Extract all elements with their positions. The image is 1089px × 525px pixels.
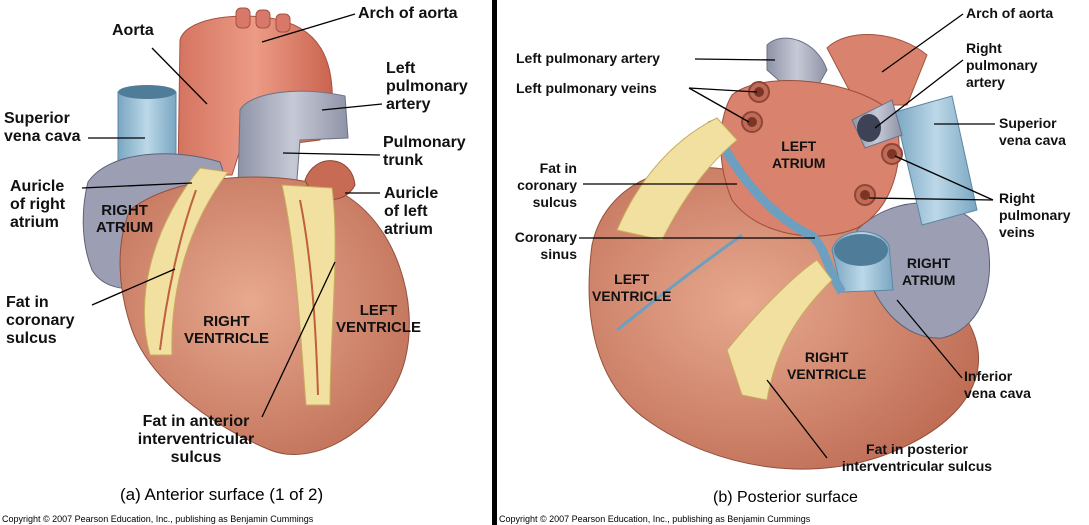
posterior-aorta-shape	[826, 33, 928, 106]
label-arch-of-aorta: Arch of aorta	[358, 5, 458, 22]
label-pulmonary-trunk: Pulmonary trunk	[383, 134, 466, 169]
label-fat-anterior-iv-sulcus: Fat in anterior interventricular sulcus	[137, 413, 255, 466]
anterior-heart-illustration	[81, 7, 410, 455]
posterior-fat-iv-shape	[726, 259, 833, 401]
label-right-pulmonary-artery: Right pulmonary artery	[966, 40, 1038, 90]
label-left-pulmonary-artery: Left pulmonary artery	[386, 60, 468, 113]
posterior-fat-coronary-shape	[616, 117, 738, 241]
label-superior-vena-cava-posterior: Superior vena cava	[999, 115, 1066, 148]
label-fat-posterior-iv-sulcus: Fat in posterior interventricular sulcus	[841, 441, 993, 474]
caption-posterior: (b) Posterior surface	[713, 489, 858, 506]
label-right-atrium-posterior: RIGHT ATRIUM	[902, 255, 956, 288]
label-left-atrium: LEFT ATRIUM	[772, 138, 826, 171]
label-fat-coronary-sulcus: Fat in coronary sulcus	[6, 294, 75, 347]
label-left-ventricle-posterior: LEFT VENTRICLE	[592, 271, 672, 304]
label-auricle-right-atrium: Auricle of right atrium	[10, 178, 66, 231]
label-left-ventricle: LEFT VENTRICLE	[336, 302, 422, 336]
label-right-ventricle-posterior: RIGHT VENTRICLE	[787, 349, 867, 382]
label-inferior-vena-cava: Inferior vena cava	[964, 368, 1031, 401]
label-superior-vena-cava: Superior vena cava	[4, 110, 81, 145]
pulmonary-trunk-shape	[237, 90, 349, 193]
fat-anterior-sulcus-shape	[281, 184, 336, 406]
label-right-atrium: RIGHT ATRIUM	[96, 202, 154, 236]
label-fat-coronary-sulcus-posterior: Fat in coronary sulcus	[517, 160, 577, 210]
label-left-pulmonary-veins: Left pulmonary veins	[516, 80, 657, 96]
caption-anterior: (a) Anterior surface (1 of 2)	[120, 485, 324, 504]
label-arch-of-aorta-posterior: Arch of aorta	[966, 5, 1054, 21]
label-coronary-sinus: Coronary sinus	[514, 229, 577, 262]
copyright-anterior: Copyright © 2007 Pearson Education, Inc.…	[2, 514, 314, 524]
label-right-ventricle: RIGHT VENTRICLE	[184, 313, 270, 347]
copyright-posterior: Copyright © 2007 Pearson Education, Inc.…	[499, 514, 811, 524]
label-aorta: Aorta	[112, 22, 154, 39]
anterior-panel: Arch of aorta Aorta Left pulmonary arter…	[0, 0, 492, 525]
label-auricle-left-atrium: Auricle of left atrium	[384, 185, 439, 238]
posterior-svc-shape	[894, 95, 978, 226]
label-left-pulmonary-artery-posterior: Left pulmonary artery	[516, 50, 660, 66]
posterior-heart-illustration	[579, 13, 995, 470]
coronary-sinus-shape	[707, 118, 846, 295]
posterior-panel: Arch of aorta Right pulmonary artery Lef…	[497, 0, 1089, 525]
label-right-pulmonary-veins: Right pulmonary veins	[999, 190, 1071, 240]
